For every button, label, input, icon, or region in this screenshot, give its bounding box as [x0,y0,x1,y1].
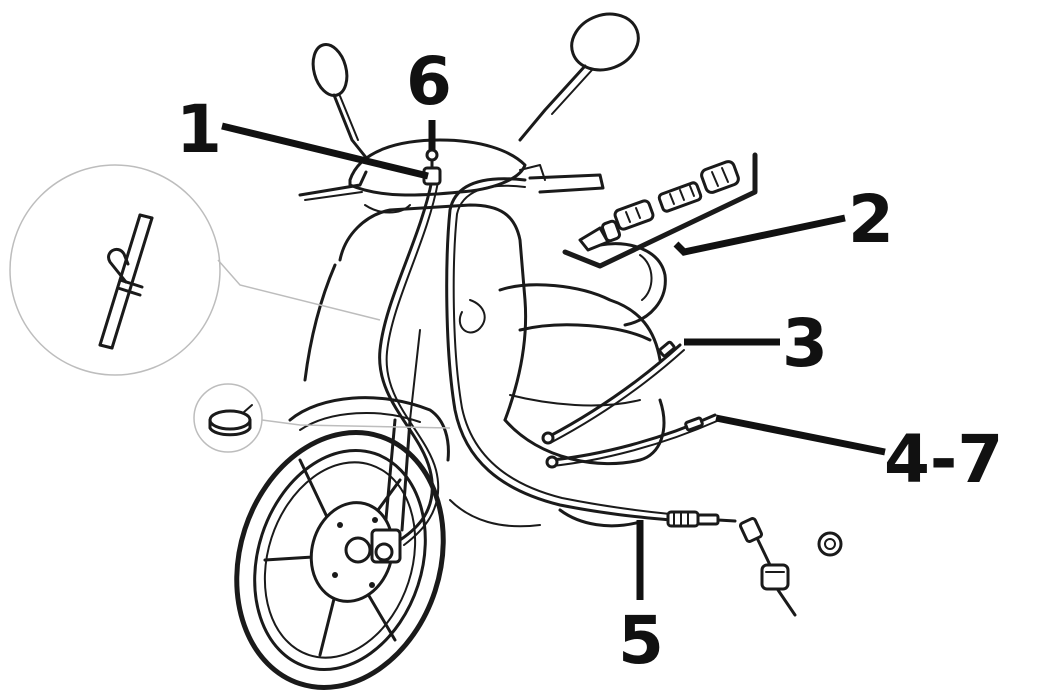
adjuster-parts-group [562,152,758,269]
cables [378,148,843,617]
callout-5: 5 [618,602,664,679]
leader-4-7 [715,414,886,456]
front-wheel-icon [234,430,446,690]
mirror-left-icon [311,43,370,162]
callout-6: 6 [406,43,452,120]
callout-2: 2 [848,181,894,258]
hose-clamp-detail [193,383,451,453]
callout-4-7: 4-7 [884,421,1003,498]
cable-clip-detail [9,164,381,376]
scooter-line-drawing [234,12,667,690]
callout-1: 1 [176,91,222,168]
leader-lines [221,120,886,600]
mirror-right-icon [518,12,640,142]
callout-3: 3 [782,305,828,382]
leader-2 [673,214,846,256]
leader-1 [221,122,429,180]
cable-end-fittings [666,510,843,617]
